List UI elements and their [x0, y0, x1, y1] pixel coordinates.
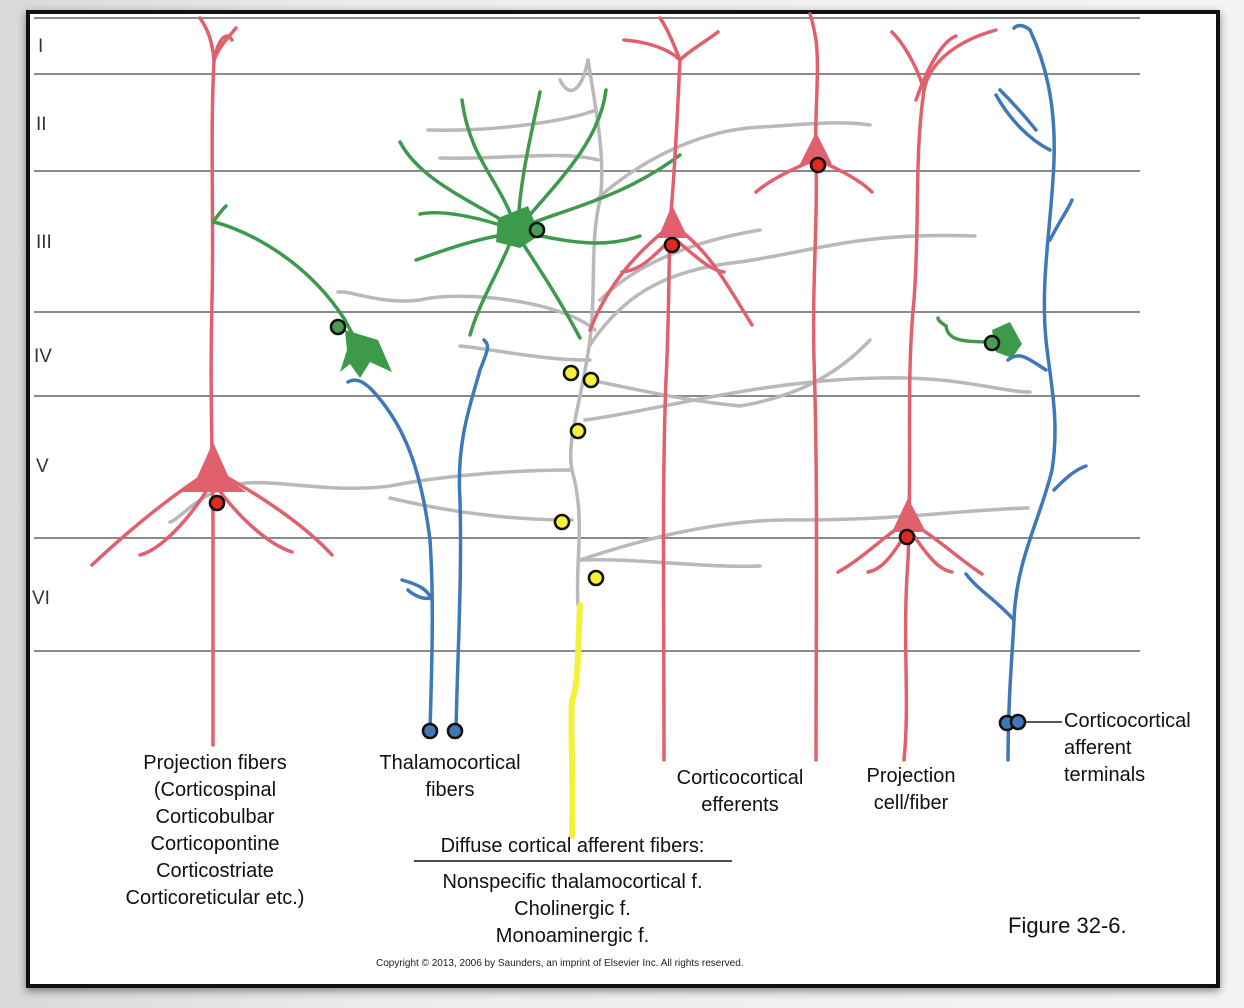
star-soma-iii	[496, 206, 540, 248]
stellate-soma-iv	[340, 330, 392, 378]
projection-cell-soma	[892, 498, 926, 532]
layer-label-iii: III	[36, 232, 52, 253]
layer-label-iv: IV	[34, 346, 52, 367]
corticocortical-efferent-neuron-1	[588, 16, 754, 762]
diffuse-afferent-fibers	[168, 58, 1032, 607]
diffuse-items: Nonspecific thalamocortical f. Cholinerg…	[400, 869, 745, 950]
projection-fibers-line-4: Corticopontine	[150, 833, 280, 855]
projection-cell-line-2: cell/fiber	[873, 792, 949, 814]
corticocortical-soma-1	[658, 205, 688, 238]
layer-label-v: V	[36, 456, 49, 477]
yellow-synapse-1	[562, 364, 580, 382]
corticocortical-afferent-fiber	[964, 23, 1088, 762]
blue-synapse-2	[446, 722, 464, 740]
stellate-neuron-right	[936, 316, 994, 344]
projection-fibers-line-1: Projection fibers	[143, 752, 287, 774]
afferent-line-1: Corticocortical	[1064, 710, 1191, 732]
thalamocortical-line-1: Thalamocortical	[379, 752, 521, 774]
green-synapse-2	[329, 318, 347, 336]
copyright-text: Copyright © 2013, 2006 by Saunders, an i…	[376, 958, 744, 969]
projection-fiber-neuron	[90, 16, 334, 747]
afferent-line-3: terminals	[1064, 764, 1146, 786]
corticocortical-soma-2	[800, 132, 832, 164]
afferent-line-2: afferent	[1064, 737, 1132, 759]
efferents-line-2: efferents	[701, 794, 779, 816]
yellow-synapse-4	[553, 513, 571, 531]
figure-number: Figure 32-6.	[1008, 913, 1127, 938]
projection-soma	[180, 442, 246, 492]
diffuse-heading: Diffuse cortical afferent fibers:	[440, 835, 705, 857]
yellow-synapse-5	[587, 569, 605, 587]
projection-fibers-label: Projection fibers (Corticospinal Cortico…	[100, 750, 330, 912]
efferents-line-1: Corticocortical	[676, 767, 804, 789]
projection-cell-label: Projection cell/fiber	[848, 763, 974, 817]
projection-fibers-line-5: Corticostriate	[156, 860, 274, 882]
thalamocortical-line-2: fibers	[425, 779, 475, 801]
blue-synapse-1	[421, 722, 439, 740]
afferent-terminals-label: Corticocortical afferent terminals	[1064, 708, 1191, 789]
layer-label-vi: VI	[32, 588, 50, 609]
star-neuron-iii	[398, 88, 682, 340]
green-synapse-3	[983, 334, 1001, 352]
red-synapse-4	[898, 528, 916, 546]
projection-fibers-line-2: (Corticospinal	[153, 779, 277, 801]
diffuse-item-2: Cholinergic f.	[514, 898, 631, 920]
diffuse-item-3: Monoaminergic f.	[495, 925, 650, 947]
yellow-synapse-3	[569, 422, 587, 440]
blue-synapse-4	[1009, 713, 1027, 731]
diffuse-item-1: Nonspecific thalamocortical f.	[442, 871, 703, 893]
red-synapse-2	[663, 236, 681, 254]
layer-label-ii: II	[36, 114, 47, 135]
thalamocortical-label: Thalamocortical fibers	[355, 750, 545, 804]
yellow-highlight-fiber	[568, 602, 583, 839]
projection-fibers-line-3: Corticobulbar	[155, 806, 275, 828]
projection-cell-line-1: Projection	[866, 765, 956, 787]
layer-boundaries	[34, 17, 1140, 652]
thalamocortical-fibers	[346, 338, 490, 732]
projection-fibers-line-6: Corticoreticular etc.)	[125, 887, 305, 909]
layer-label-i: I	[38, 36, 44, 57]
stellate-soma-right	[992, 322, 1022, 358]
red-synapse-3	[809, 156, 827, 174]
red-synapse-1	[208, 494, 226, 512]
yellow-synapse-2	[582, 371, 600, 389]
synapse-markers	[208, 156, 1027, 740]
green-synapse-1	[528, 221, 546, 239]
corticocortical-efferents-label: Corticocortical efferents	[650, 765, 830, 819]
